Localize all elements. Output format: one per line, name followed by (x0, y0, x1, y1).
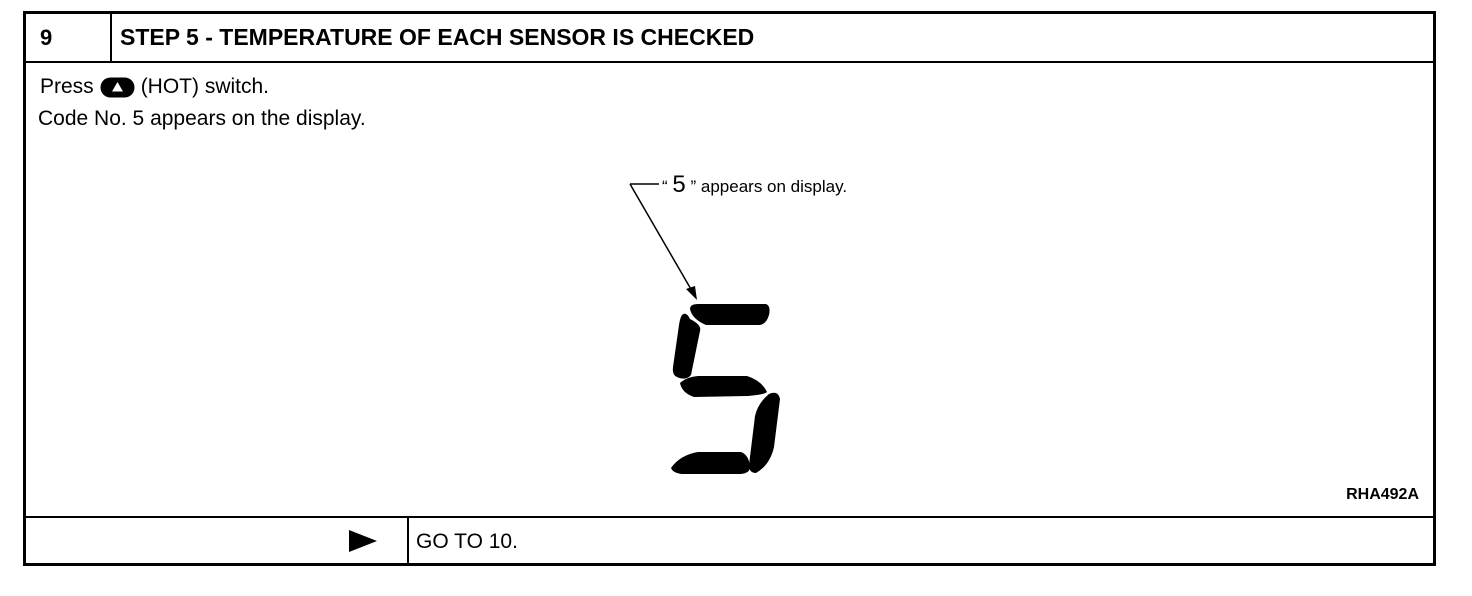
callout-open-quote: “ (662, 177, 668, 196)
step-number: 9 (26, 14, 112, 61)
footer-arrow-cell (26, 518, 409, 563)
step-title: STEP 5 - TEMPERATURE OF EACH SENSOR IS C… (120, 24, 755, 50)
play-arrow-icon (349, 530, 377, 552)
up-triangle-button-icon (100, 77, 135, 97)
step-table: 9 STEP 5 - TEMPERATURE OF EACH SENSOR IS… (23, 11, 1436, 566)
display-callout: “ 5 ” appears on display. (662, 171, 847, 199)
press-suffix: (HOT) switch. (140, 75, 270, 98)
step-footer: GO TO 10. (26, 518, 1433, 563)
next-step-link[interactable]: GO TO 10. (416, 530, 518, 553)
step-body: Press (HOT) switch. Code No. 5 appears o… (26, 63, 1433, 518)
callout-text: ” appears on display. (690, 177, 848, 196)
press-instruction: Press (HOT) switch. (40, 75, 269, 99)
display-figure (629, 183, 780, 474)
step-header: 9 STEP 5 - TEMPERATURE OF EACH SENSOR IS… (26, 14, 1433, 63)
callout-leader-arrow (629, 183, 697, 300)
code-instruction: Code No. 5 appears on the display. (38, 107, 366, 130)
figure-id: RHA492A (1346, 486, 1419, 503)
press-prefix: Press (40, 75, 94, 98)
callout-digit: 5 (672, 171, 686, 198)
seven-segment-digit (671, 304, 780, 474)
